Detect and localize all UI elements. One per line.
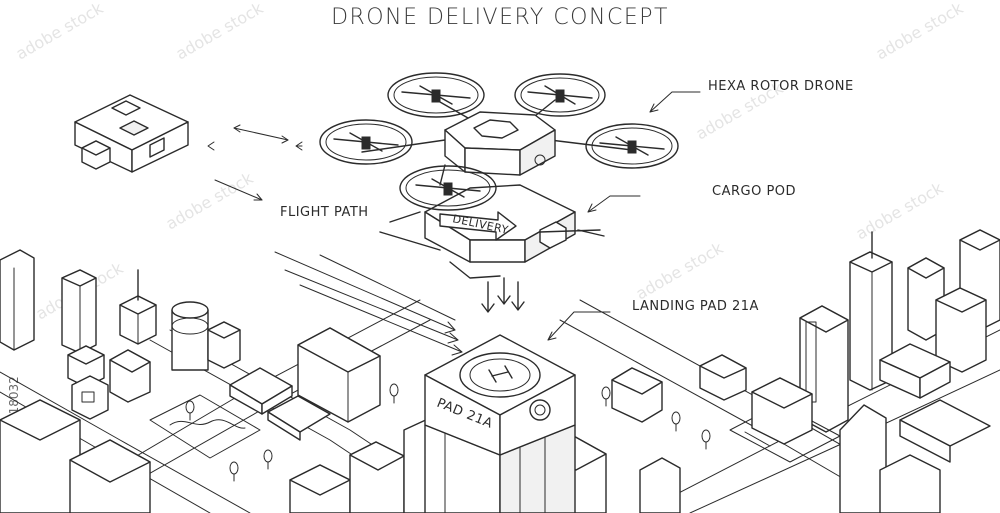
page-title: DRONE DELIVERY CONCEPT bbox=[331, 5, 669, 30]
svg-text:adobe stock: adobe stock bbox=[13, 0, 107, 63]
hexa-rotor-drone bbox=[319, 72, 679, 279]
callout-drone bbox=[649, 91, 701, 113]
landing-pad-building bbox=[424, 334, 576, 513]
rotor-icon bbox=[399, 165, 497, 211]
label-hexa-rotor-drone: HEXA ROTOR DRONE bbox=[708, 79, 854, 94]
rotor-icon bbox=[387, 72, 485, 118]
svg-text:adobe stock: adobe stock bbox=[853, 178, 947, 243]
svg-text:adobe stock: adobe stock bbox=[173, 0, 267, 63]
callout-landing-pad bbox=[547, 311, 611, 341]
city-right-buildings bbox=[539, 229, 1000, 513]
label-flight-path: FLIGHT PATH bbox=[280, 205, 369, 220]
route-arrows bbox=[207, 124, 303, 201]
pad-emblem-icon bbox=[529, 399, 551, 421]
city-left-buildings bbox=[0, 249, 431, 513]
svg-text:adobe stock: adobe stock bbox=[163, 168, 257, 233]
rotor-icon bbox=[585, 123, 679, 169]
rotor-icon bbox=[514, 73, 606, 117]
label-landing-pad: LANDING PAD 21A bbox=[632, 299, 759, 314]
flight-path-lines bbox=[274, 251, 525, 356]
svg-text:adobe stock: adobe stock bbox=[633, 238, 727, 303]
warehouse-building bbox=[74, 94, 189, 173]
callout-cargo bbox=[587, 195, 641, 213]
helipad-circle bbox=[459, 352, 541, 398]
svg-text:adobe stock: adobe stock bbox=[873, 0, 967, 63]
rotor-icon bbox=[319, 119, 413, 165]
label-cargo-pod: CARGO POD bbox=[712, 184, 796, 199]
